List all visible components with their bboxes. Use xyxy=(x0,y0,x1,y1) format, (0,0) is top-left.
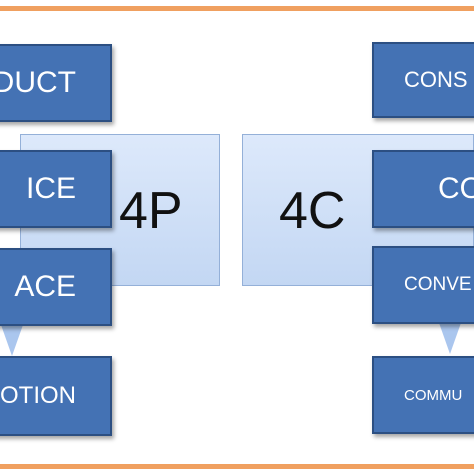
right-connector-pointer xyxy=(438,320,462,354)
box-convenience-label: CONVE xyxy=(404,274,472,295)
box-consumer-label: CONS xyxy=(404,67,468,92)
box-communication: COMMU xyxy=(372,356,474,434)
box-product-label: ODUCT xyxy=(0,66,76,99)
box-place: ACE xyxy=(0,248,112,326)
left-connector-pointer xyxy=(0,322,24,356)
top-border-line xyxy=(0,6,474,11)
box-convenience: CONVE xyxy=(372,246,474,324)
box-price: ICE xyxy=(0,150,112,228)
panel-4p-label: 4P xyxy=(119,182,183,240)
bottom-border-line xyxy=(0,464,474,469)
box-cost-label: CO xyxy=(438,172,474,205)
box-promotion: OTION xyxy=(0,356,112,436)
box-communication-label: COMMU xyxy=(404,386,463,404)
box-product: ODUCT xyxy=(0,44,112,122)
box-cost: CO xyxy=(372,150,474,228)
box-promotion-label: OTION xyxy=(0,382,76,409)
box-consumer: CONS xyxy=(372,42,474,118)
box-place-label: ACE xyxy=(14,270,76,303)
box-price-label: ICE xyxy=(25,172,76,205)
panel-4c-label: 4C xyxy=(279,182,346,240)
